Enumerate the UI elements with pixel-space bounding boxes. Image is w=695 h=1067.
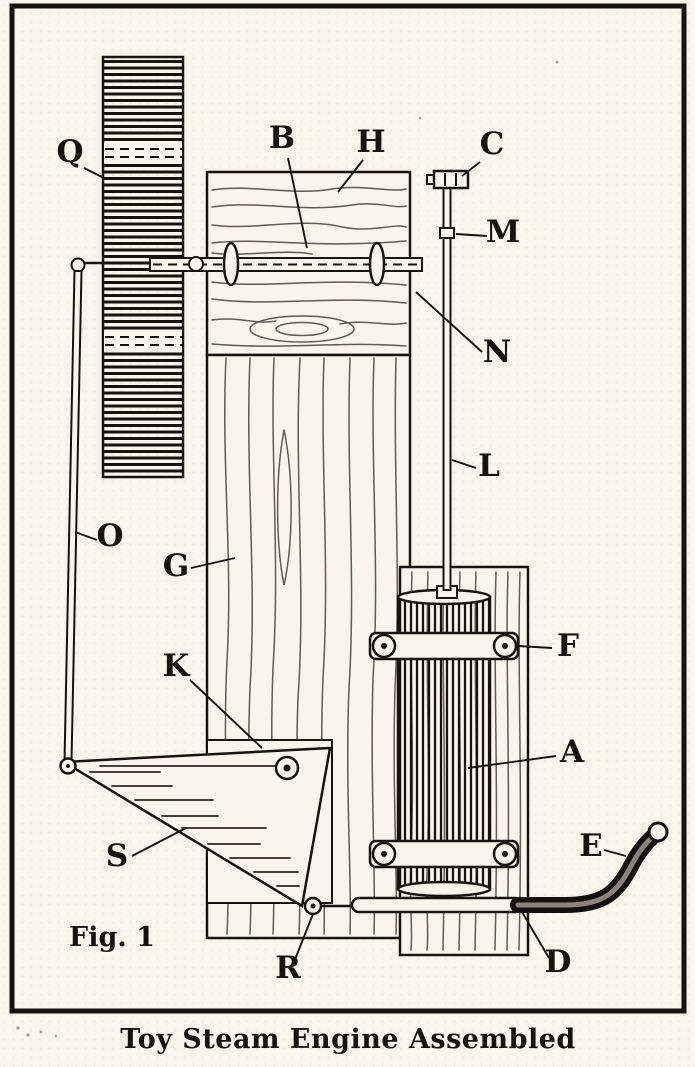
shaft-collar-right: [368, 241, 386, 287]
label-O: O: [96, 518, 123, 554]
label-A: A: [559, 734, 585, 770]
label-F: F: [557, 628, 579, 664]
label-G: G: [163, 548, 189, 584]
figure-border: [9, 3, 687, 1014]
label-Q: Q: [56, 134, 83, 170]
rod-nut: [439, 227, 455, 239]
piston-rod: [426, 169, 470, 591]
label-R: R: [275, 950, 301, 986]
label-D: D: [545, 944, 572, 980]
valve-fitting: [432, 169, 470, 190]
figure-number: Fig. 1: [69, 922, 155, 953]
label-B: B: [269, 120, 295, 156]
label-C: C: [480, 126, 505, 162]
label-N: N: [483, 334, 511, 370]
label-M: M: [486, 214, 520, 250]
label-K: K: [163, 648, 191, 684]
label-L: L: [478, 448, 500, 484]
pipe-end-cap: [647, 821, 669, 843]
base-bracket-hatch: [89, 765, 300, 887]
figure-caption: Toy Steam Engine Assembled: [120, 1024, 576, 1055]
pivot-pin: [303, 896, 354, 916]
shaft-collar-left: [222, 241, 240, 287]
label-H: H: [356, 124, 385, 160]
crankshaft: [149, 241, 423, 287]
label-S: S: [106, 838, 128, 874]
upper-strap: [368, 631, 520, 661]
steam-pipe: [350, 896, 524, 914]
crank-pin: [70, 257, 86, 273]
lower-strap: [368, 839, 520, 869]
part-labels: Q B H C M N L O G K F A E S R D: [56, 120, 602, 986]
base-bracket: [59, 746, 332, 909]
shaft-end-knob: [188, 256, 204, 272]
label-E: E: [579, 828, 603, 864]
leader-lines: [74, 157, 627, 963]
cylinder-bottom-cap: [396, 880, 492, 898]
scan-specks: [16, 60, 559, 1038]
pump-rod: [63, 257, 102, 763]
curved-pipe: [510, 821, 669, 913]
